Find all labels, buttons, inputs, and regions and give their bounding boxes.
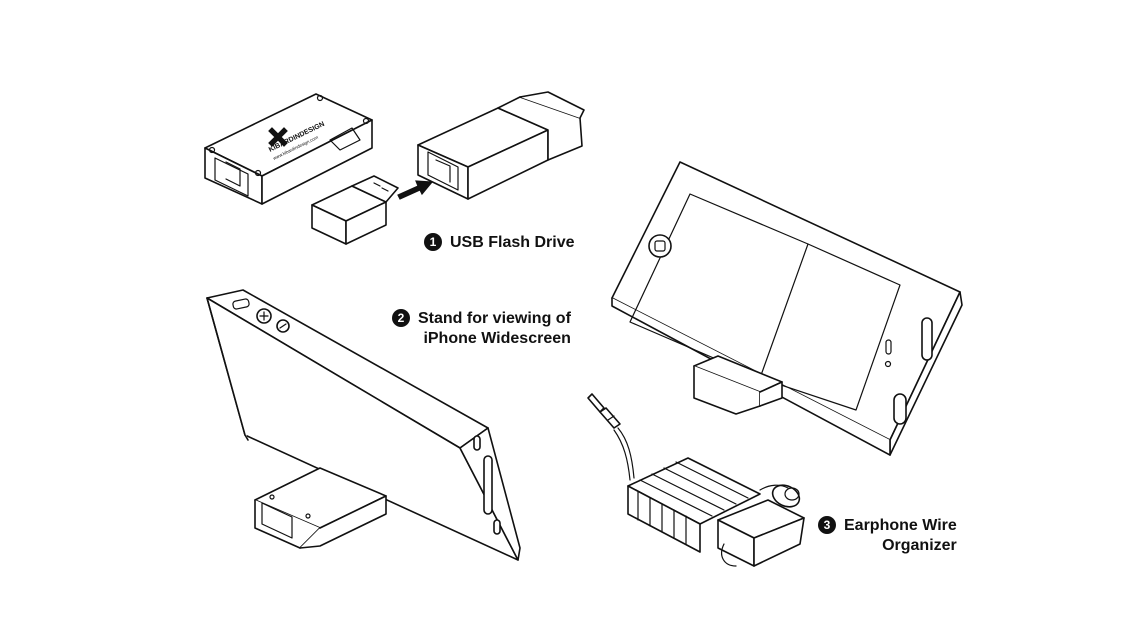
label-2-line-1: Stand for viewing of [418, 310, 571, 327]
label-3-line-2: Organizer [882, 537, 957, 554]
iphone-stand-left [206, 289, 521, 561]
label-2-line-2: iPhone Widescreen [423, 330, 571, 347]
earphone-organizer [587, 393, 805, 567]
label-stand-iphone: 2 Stand for viewing of iPhone Widescreen [392, 309, 571, 349]
label-number-3: 3 [818, 516, 836, 534]
label-number-2: 2 [392, 309, 410, 327]
label-1-line-1: USB Flash Drive [450, 234, 575, 251]
label-3-line-1: Earphone Wire [844, 517, 957, 534]
label-number-1: 1 [424, 233, 442, 251]
usb-drive-open-assembly: KIBARDINDESIGN www.kibardindesign.com [204, 91, 585, 245]
label-earphone-organizer: 3 Earphone Wire Organizer [818, 516, 957, 556]
label-usb-flash-drive: 1 USB Flash Drive [424, 233, 574, 253]
iphone-stand-right [611, 161, 963, 456]
